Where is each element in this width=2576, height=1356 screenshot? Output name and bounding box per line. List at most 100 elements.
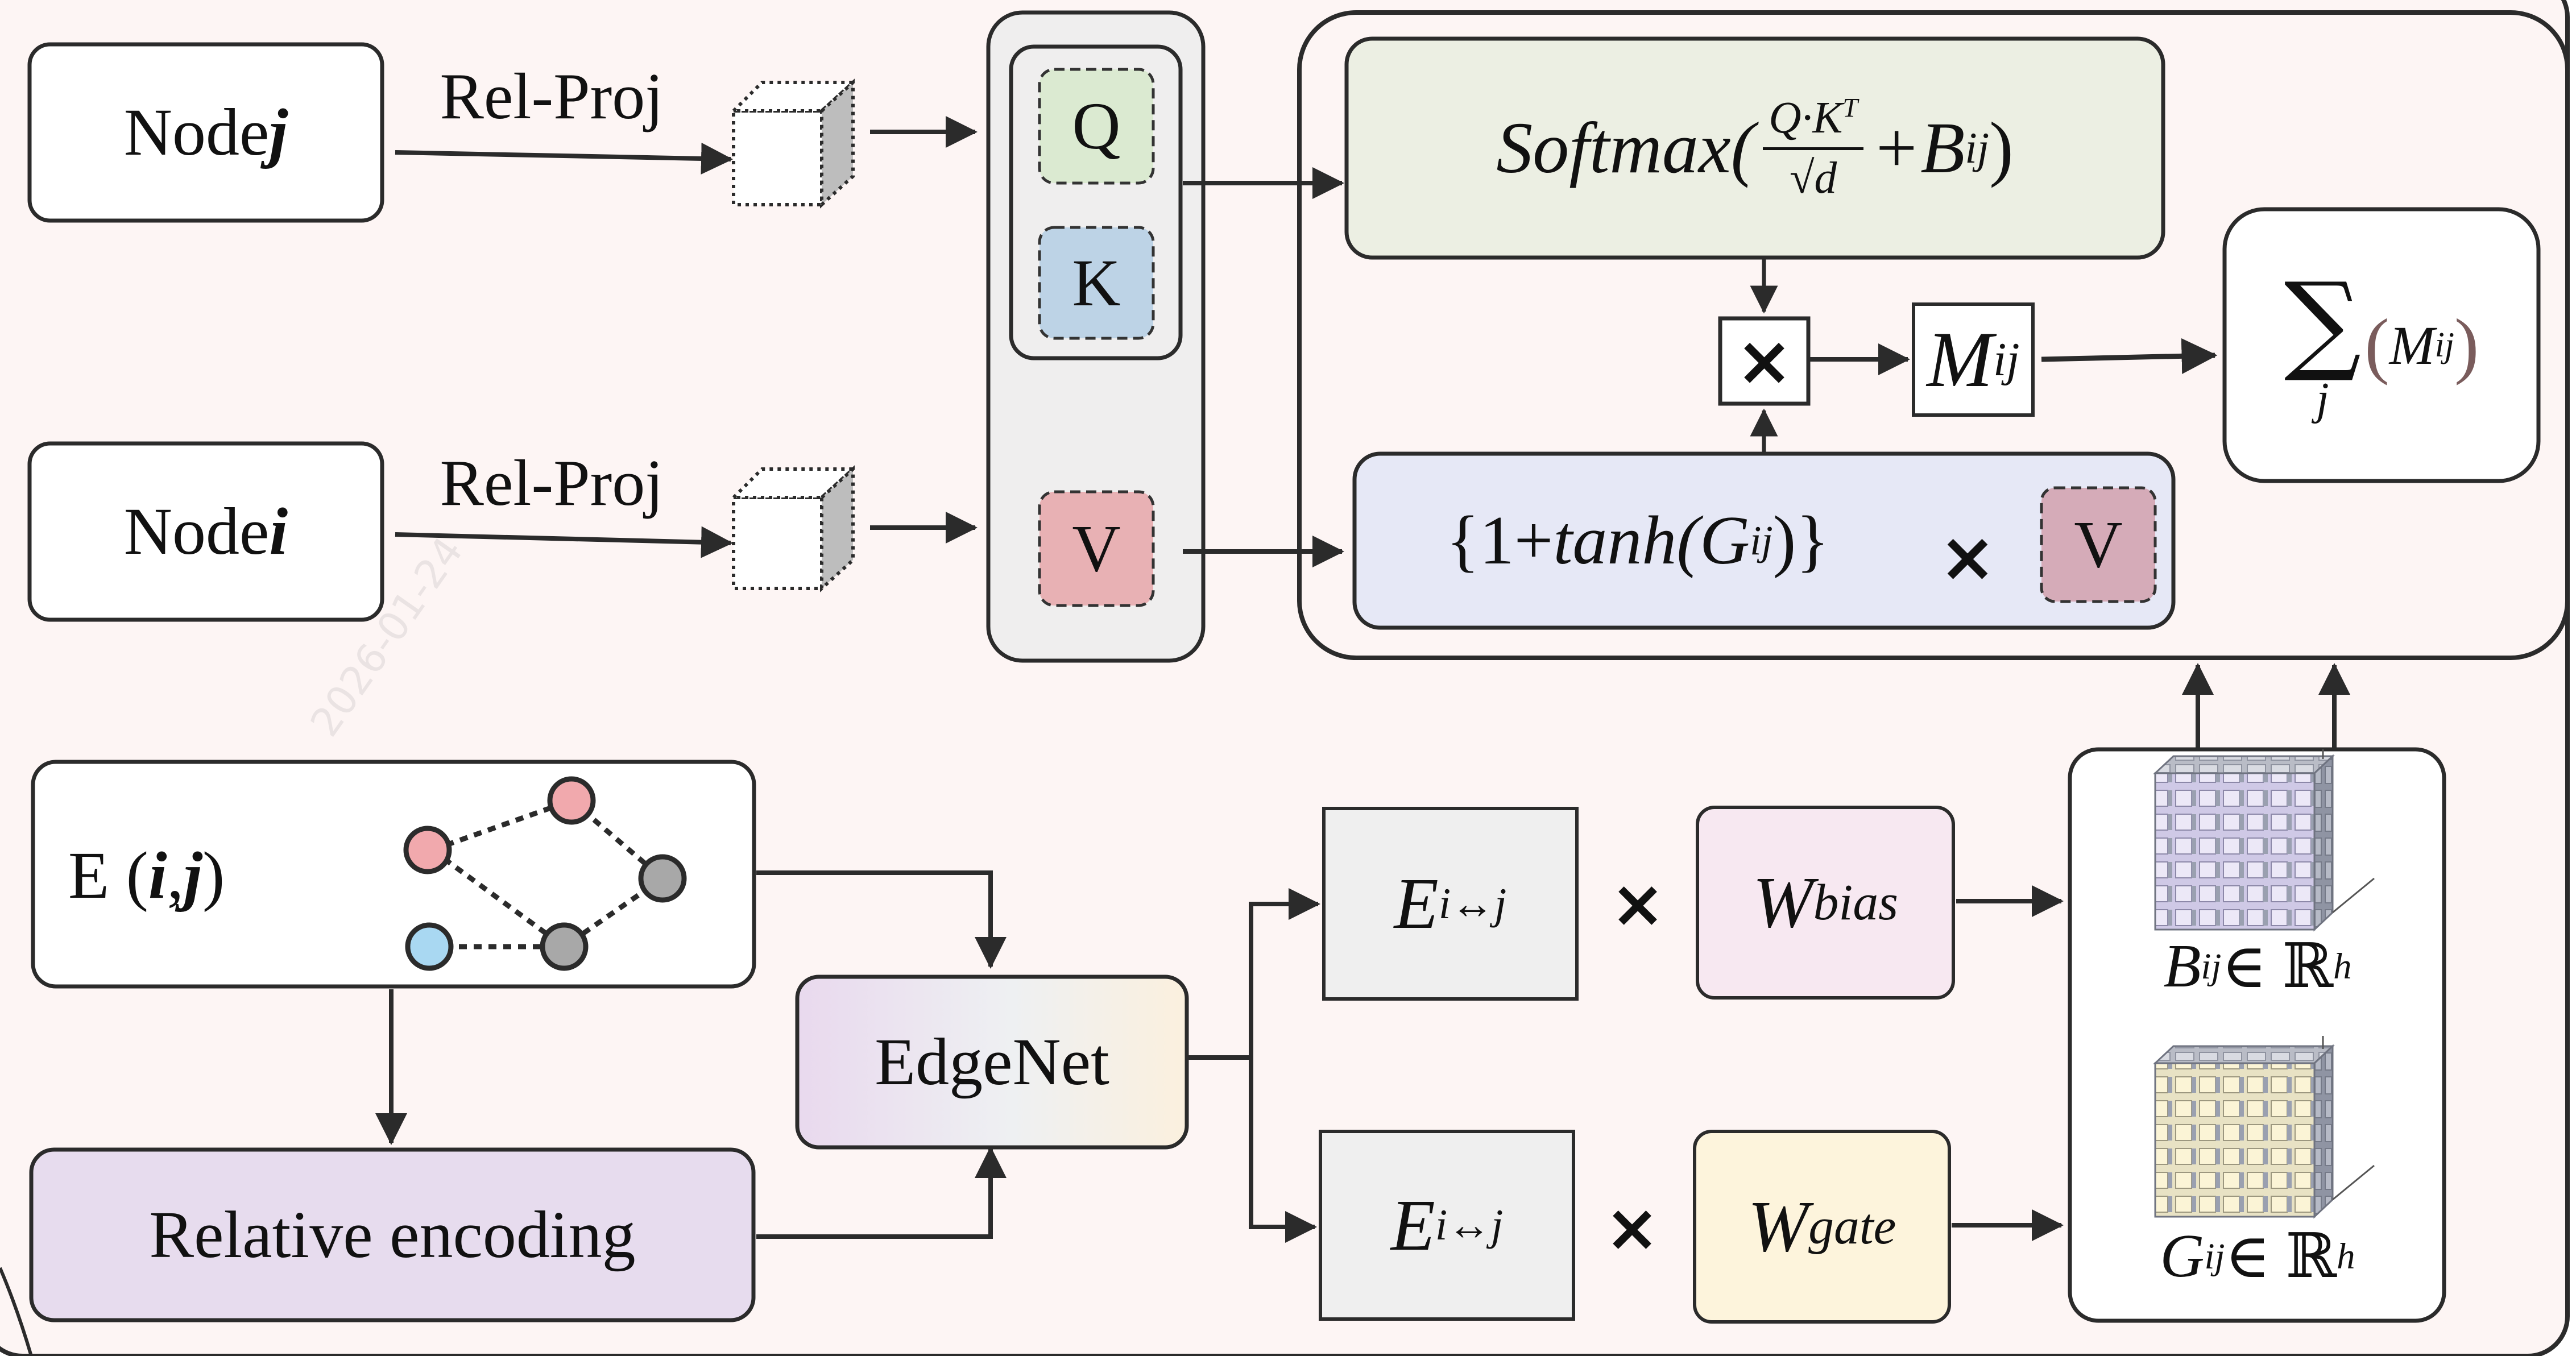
sum-m: M	[2389, 314, 2435, 376]
k-label: K	[1072, 245, 1121, 320]
w-bias-box	[1696, 806, 1955, 1000]
edge-label-prefix: E (	[68, 838, 148, 913]
softmax-b-sub: ij	[1965, 123, 1990, 172]
node-i-box	[27, 441, 384, 622]
sum-m-sub: ij	[2434, 325, 2455, 364]
gate-open: {1+	[1446, 502, 1554, 579]
g-ij-sub: ij	[2204, 1235, 2225, 1277]
arrow-edge-to-edgenet	[756, 870, 1007, 969]
q-box	[1038, 68, 1155, 185]
node-j-prefix: Node	[123, 95, 270, 169]
sum-box	[2222, 207, 2541, 483]
sum-sigma-wrap: ∑ j	[2284, 268, 2362, 422]
left-edge-curve	[0, 1267, 33, 1356]
sum-index: j	[2316, 374, 2329, 424]
sum-close: )	[2454, 304, 2479, 386]
gate-arg: (G	[1676, 502, 1750, 579]
softmax-box	[1344, 36, 2165, 260]
q-label: Q	[1072, 89, 1121, 163]
rel-proj-label-top: Rel-Proj	[440, 60, 664, 133]
arrow-mij-to-sum	[2041, 338, 2218, 374]
w-gate-base: W	[1747, 1186, 1809, 1267]
edgenet-fork	[1188, 888, 1320, 1060]
edgenet-fork-lower	[1249, 1058, 1317, 1243]
multiply-node	[1718, 316, 1811, 406]
rel-proj-label-bottom: Rel-Proj	[440, 446, 664, 520]
softmax-plus-b: +B	[1871, 107, 1965, 188]
w-bias-sub: bias	[1813, 874, 1898, 931]
node-j-label: Node j	[30, 44, 382, 221]
w-gate-box	[1693, 1130, 1951, 1324]
e-ij-top-sub: i↔j	[1438, 879, 1507, 928]
g-ij-base: G	[2160, 1222, 2205, 1290]
arrow-relenc-to-edgenet	[756, 1146, 1007, 1239]
relative-encoding-label: Relative encoding	[149, 1197, 636, 1272]
e-ij-top-base: E	[1394, 863, 1439, 944]
edge-label-i: i	[148, 838, 167, 913]
gate-box	[1352, 451, 2176, 630]
gate-fn: tanh	[1553, 502, 1677, 579]
node-i-var: i	[269, 494, 288, 569]
times-bottom: ×	[1604, 1190, 1660, 1266]
w-gate-sub: gate	[1808, 1199, 1896, 1255]
softmax-numerator: Q·KT	[1763, 92, 1863, 150]
w-bias-base: W	[1753, 862, 1813, 943]
edge-label: E (i, j)	[68, 819, 307, 932]
gate-sub: ij	[1750, 517, 1773, 563]
e-ij-bottom-base: E	[1390, 1184, 1435, 1266]
mij-box	[1912, 302, 2035, 417]
mij-base: M	[1927, 316, 1993, 404]
b-ij-base: B	[2163, 932, 2201, 1000]
v2-label: V	[2074, 507, 2123, 582]
node-i-prefix: Node	[123, 494, 270, 569]
v-label: V	[1072, 511, 1121, 586]
times-top: ×	[1610, 866, 1666, 942]
edgenet-box	[795, 975, 1189, 1150]
gate-times: ×	[1939, 517, 1997, 597]
e-ij-bottom-box	[1319, 1130, 1575, 1321]
node-i-label: Node i	[30, 443, 382, 620]
g-ij-rel: ∈ ℝ	[2225, 1223, 2337, 1291]
softmax-denominator: √d	[1789, 153, 1837, 203]
g-tensor-cube	[2153, 1036, 2375, 1219]
softmax-fn: Softmax(	[1496, 107, 1755, 188]
proj-cube-i	[729, 465, 858, 592]
gate-close: )}	[1772, 502, 1829, 579]
edgenet-label: EdgeNet	[875, 1025, 1109, 1099]
multiply-symbol: ×	[1736, 321, 1793, 401]
b-ij-sub: ij	[2201, 946, 2222, 987]
sum-sigma: ∑	[2284, 259, 2362, 385]
softmax-numerator-sup: T	[1842, 93, 1858, 123]
e-ij-top-box	[1322, 807, 1579, 1001]
relative-encoding-box	[29, 1147, 756, 1322]
g-ij-sup: h	[2337, 1235, 2355, 1277]
k-box	[1038, 226, 1155, 340]
softmax-numerator-text: Q·K	[1769, 93, 1843, 143]
b-ij-rel: ∈ ℝ	[2221, 933, 2334, 1001]
node-j-box	[27, 42, 384, 223]
edge-label-comma: ,	[167, 838, 184, 913]
b-ij-sup: h	[2333, 946, 2352, 987]
softmax-fraction: Q·KT √d	[1763, 92, 1863, 204]
sum-open: (	[2364, 304, 2389, 386]
proj-cube-j	[729, 78, 858, 209]
node-j-var: j	[269, 95, 288, 169]
v2-box	[2040, 486, 2157, 603]
b-tensor-cube	[2153, 749, 2375, 932]
edge-label-j: j	[184, 838, 202, 913]
graph-icon	[403, 776, 687, 971]
v-box	[1038, 490, 1155, 607]
arrow-node-i-to-proj	[395, 526, 733, 558]
mij-sub: ij	[1993, 333, 2020, 386]
